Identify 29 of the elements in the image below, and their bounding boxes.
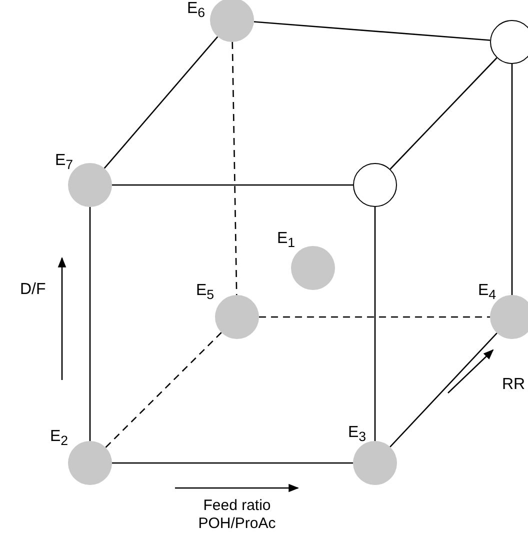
- cube-edge: [511, 64, 513, 295]
- node-label: E$_{5}$: [196, 282, 214, 304]
- axis-label: Feed ratio POH/ProAc: [197, 497, 277, 533]
- node-label: E$_{7}$: [55, 152, 74, 174]
- dashed-line: [232, 42, 238, 296]
- node-label: E$_{4}$: [478, 282, 496, 304]
- cube-edge: [104, 36, 218, 169]
- cube-edge: [390, 57, 498, 170]
- cube-edge: [374, 207, 376, 441]
- cube-edge: [112, 462, 353, 464]
- cube-edge: [254, 21, 490, 41]
- node-label: E$_{6}$: [187, 0, 206, 22]
- circle-node: [291, 246, 335, 290]
- circle-node: [490, 20, 528, 64]
- node-label: E$_{2}$: [50, 428, 68, 450]
- circle-node: [68, 441, 112, 485]
- circle-node: [215, 295, 259, 339]
- node-label: E$_{3}$: [348, 424, 366, 446]
- circle-node: [353, 441, 397, 485]
- circle-node: [353, 163, 397, 207]
- cube-edge: [89, 207, 91, 441]
- node-label: E$_{1}$: [277, 230, 296, 252]
- circle-node: [210, 0, 254, 42]
- dashed-line: [105, 332, 222, 448]
- dashed-line: [259, 316, 490, 318]
- cube-edge: [390, 332, 498, 448]
- cube-edge: [112, 184, 353, 186]
- axis-label: D/F: [20, 281, 46, 299]
- axis-label: RR: [502, 376, 526, 394]
